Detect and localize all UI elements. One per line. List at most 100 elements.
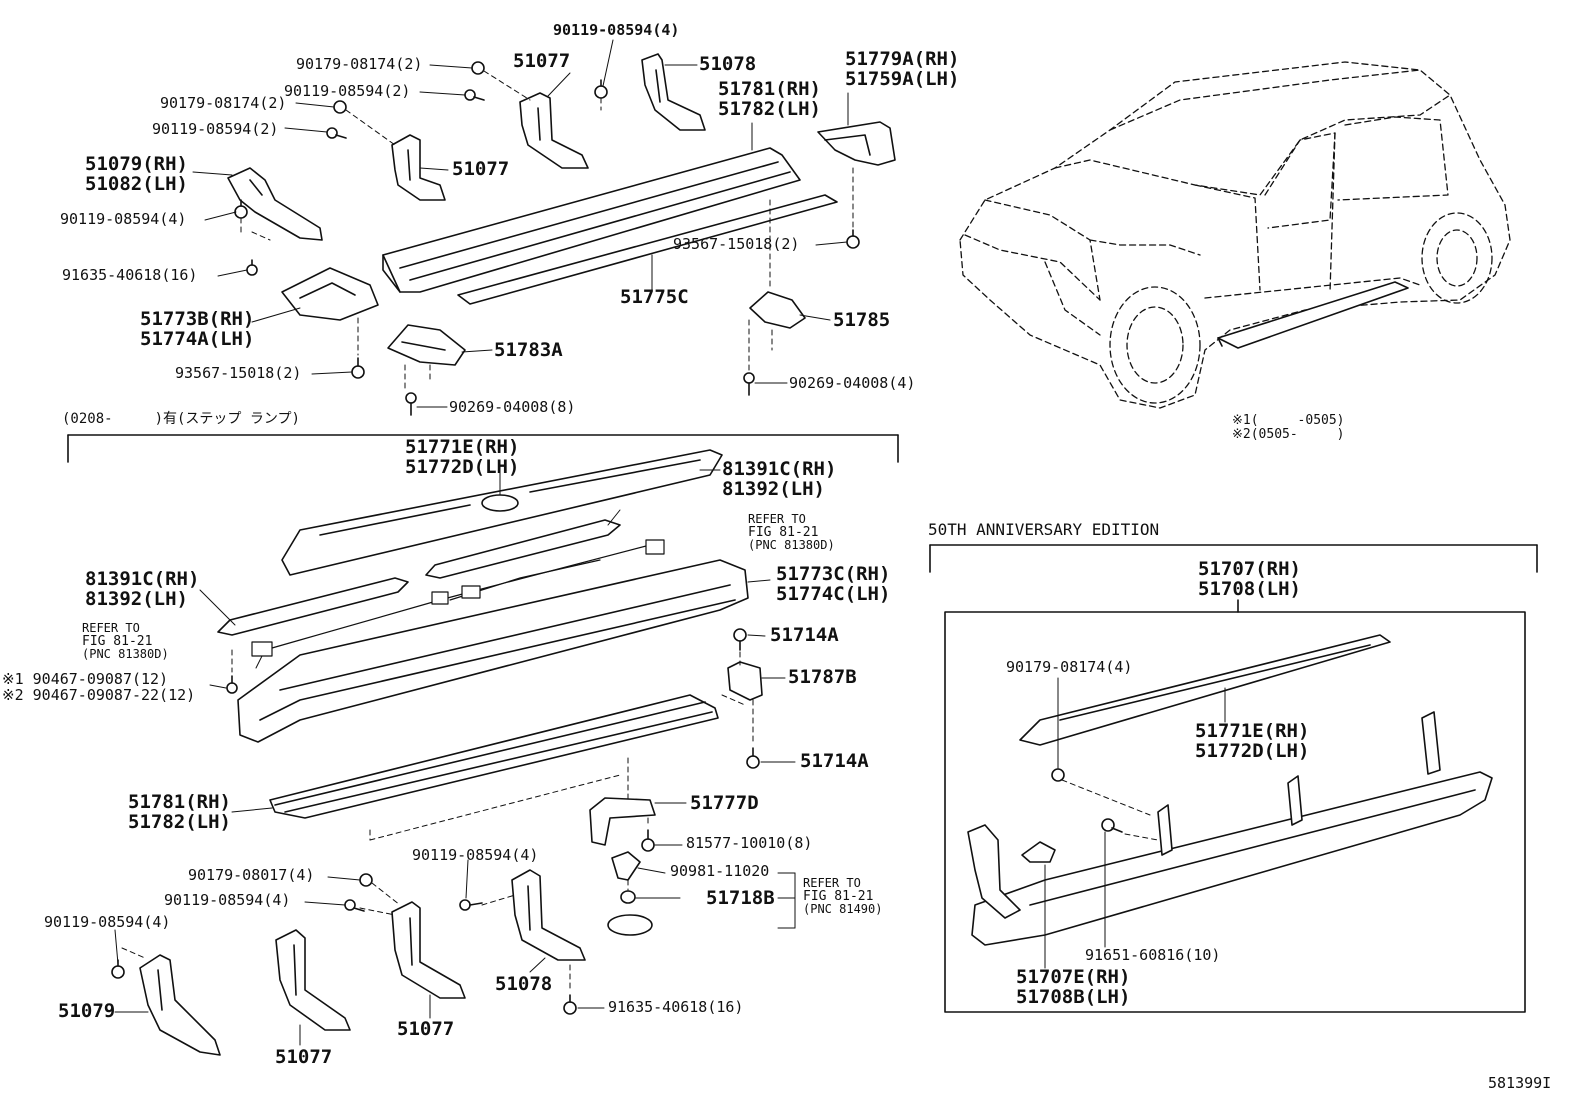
refer-1-line1: REFER TO	[748, 512, 806, 526]
label-anniv-51771E: 51771E(RH)	[1195, 720, 1310, 742]
label-51777D: 51777D	[690, 792, 759, 814]
label-51077-lower-left: 51077	[275, 1046, 333, 1068]
label-90179-08174-2-b: 90179-08174(2)	[160, 94, 287, 112]
label-90981-11020: 90981-11020	[670, 862, 770, 880]
refer-3-line2: FIG 81-21	[803, 888, 874, 904]
dashed-guides-step-lamp	[121, 649, 754, 991]
bracket-51777D-part	[589, 797, 656, 846]
refer-1-line2: FIG 81-21	[748, 524, 819, 540]
dashed-guides-anniv	[1061, 779, 1159, 841]
vehicle-outline	[959, 61, 1511, 409]
wire-harness	[251, 539, 665, 657]
anniversary-section-frame	[929, 544, 1538, 1013]
refer-2-line1: REFER TO	[82, 621, 140, 635]
anniv-step-cover-51771E-part	[1019, 634, 1391, 746]
label-51783A: 51783A	[494, 339, 563, 361]
lamp-81391C-rear-part	[425, 519, 621, 579]
label-81392-b: 81392(LH)	[85, 587, 188, 610]
leaders-top	[192, 39, 849, 408]
label-51078-lower: 51078	[495, 973, 553, 995]
label-81391C-81392-b: 81391C(RH) 81392(LH)	[85, 568, 200, 610]
label-51078-top: 51078	[699, 53, 757, 75]
label-91651-60816-10: 91651-60816(10)	[1085, 946, 1221, 964]
bolts-step-lamp	[111, 628, 760, 1015]
label-51781-51782-top: 51781(RH) 51782(LH)	[718, 78, 821, 120]
bracket-51078-top-part	[641, 53, 706, 131]
label-90179-08174-4: 90179-08174(4)	[1006, 658, 1133, 676]
label-51707: 51707(RH)	[1198, 558, 1301, 580]
step-board-51773C-part	[237, 559, 749, 743]
notes-applicability: ※1( -0505) ※2(0505- )	[1232, 414, 1345, 441]
step-board-51781-lower-part	[269, 694, 719, 819]
leaders-anniv	[1044, 677, 1226, 969]
label-51708B: 51708B(LH)	[1016, 985, 1131, 1008]
anniv-brackets	[1157, 711, 1441, 856]
trim-strip-51775C-part	[457, 194, 838, 305]
bracket-51077-top-mid-part	[519, 92, 589, 169]
label-90119-08594-2-a: 90119-08594(2)	[284, 82, 411, 100]
label-51771E: 51771E(RH)	[405, 436, 520, 458]
label-90119-08594-2-b: 90119-08594(2)	[152, 120, 279, 138]
label-90119-08594-4-lower-b: 90119-08594(4)	[412, 846, 539, 864]
refer-note-1: REFER TO FIG 81-21 (PNC 81380D)	[748, 513, 835, 552]
label-51714A-b: 51714A	[800, 750, 869, 772]
dashed-guides-top	[240, 70, 854, 391]
label-51774C: 51774C(LH)	[776, 582, 891, 605]
label-51708: 51708(LH)	[1198, 577, 1301, 600]
label-51781-top: 51781(RH)	[718, 78, 821, 100]
label-51759A: 51759A(LH)	[845, 67, 960, 90]
label-90269-04008-8: 90269-04008(8)	[449, 398, 576, 416]
label-51787B: 51787B	[788, 666, 857, 688]
anniversary-section-header: 50TH ANNIVERSARY EDITION	[928, 520, 1160, 539]
bracket-51078-lower-part	[511, 869, 586, 961]
label-90119-08594-4-lower-c: 90119-08594(4)	[44, 913, 171, 931]
label-51773C: 51773C(RH)	[776, 563, 891, 585]
label-51775C: 51775C	[620, 286, 689, 308]
refer-1-line3: (PNC 81380D)	[748, 538, 835, 553]
label-90269-04008-4: 90269-04008(4)	[789, 374, 916, 392]
sensor-90981-part	[611, 851, 641, 881]
bracket-51077-lower-left-part	[275, 929, 351, 1031]
note-1: ※1( -0505)	[1232, 413, 1345, 428]
label-51077-top-left: 51077	[452, 158, 510, 180]
refer-note-3: REFER TO FIG 81-21 (PNC 81490)	[803, 877, 882, 916]
label-90467-09087: ※1 90467-09087(12) ※2 90467-09087-22(12)	[2, 670, 195, 704]
label-81577-10010-8: 81577-10010(8)	[686, 834, 813, 852]
lamp-81391C-front-part	[217, 577, 409, 636]
bracket-51079-top-part	[227, 167, 323, 241]
clip-51785-part	[749, 291, 806, 329]
label-51707-51708: 51707(RH) 51708(LH)	[1198, 558, 1301, 600]
label-51718B: 51718B	[706, 887, 775, 909]
label-90467-09087-12: ※1 90467-09087(12)	[2, 670, 169, 688]
anniv-lamp-part	[1021, 841, 1056, 863]
anniv-end-bracket-part	[967, 824, 1021, 919]
step-lamp-section-header: (0208- )有(ステップ ランプ)	[62, 411, 300, 427]
label-51079-lower: 51079	[58, 1000, 116, 1022]
bracket-51077-top-left-part	[391, 134, 446, 201]
label-anniv-51771E-51772D: 51771E(RH) 51772D(LH)	[1195, 720, 1310, 762]
refer-3-line3: (PNC 81490)	[803, 902, 883, 917]
label-51079-51082: 51079(RH) 51082(LH)	[85, 153, 188, 195]
vehicle-running-board	[1217, 281, 1409, 349]
label-81391C-b: 81391C(RH)	[85, 568, 200, 590]
refer-2-line3: (PNC 81380D)	[82, 647, 169, 662]
bolts-anniv	[1051, 768, 1123, 833]
label-51773B: 51773B(RH)	[140, 308, 255, 330]
label-51079-rh: 51079(RH)	[85, 153, 188, 175]
label-51771E-51772D: 51771E(RH) 51772D(LH)	[405, 436, 520, 478]
label-51781-51782-lower: 51781(RH) 51782(LH)	[128, 791, 231, 833]
label-anniv-51772D: 51772D(LH)	[1195, 739, 1310, 762]
label-90119-08594-4-top: 90119-08594(4)	[553, 21, 680, 39]
label-51779A: 51779A(RH)	[845, 48, 960, 70]
label-91635-40618-16-lower: 91635-40618(16)	[608, 998, 744, 1016]
label-93567-15018-2-b: 93567-15018(2)	[673, 235, 800, 253]
label-90119-08594-4-lower-a: 90119-08594(4)	[164, 891, 291, 909]
label-81391C-81392-a: 81391C(RH) 81392(LH)	[722, 459, 836, 500]
label-51773B-51774A: 51773B(RH) 51774A(LH)	[140, 308, 255, 350]
step-lamp-section-frame	[67, 434, 899, 463]
label-51781-lower: 51781(RH)	[128, 791, 231, 813]
refer-2-line2: FIG 81-21	[82, 633, 153, 649]
label-81392-a: 81392(LH)	[722, 477, 825, 500]
label-51773C-51774C: 51773C(RH) 51774C(LH)	[776, 563, 891, 605]
label-93567-15018-2-a: 93567-15018(2)	[175, 364, 302, 382]
